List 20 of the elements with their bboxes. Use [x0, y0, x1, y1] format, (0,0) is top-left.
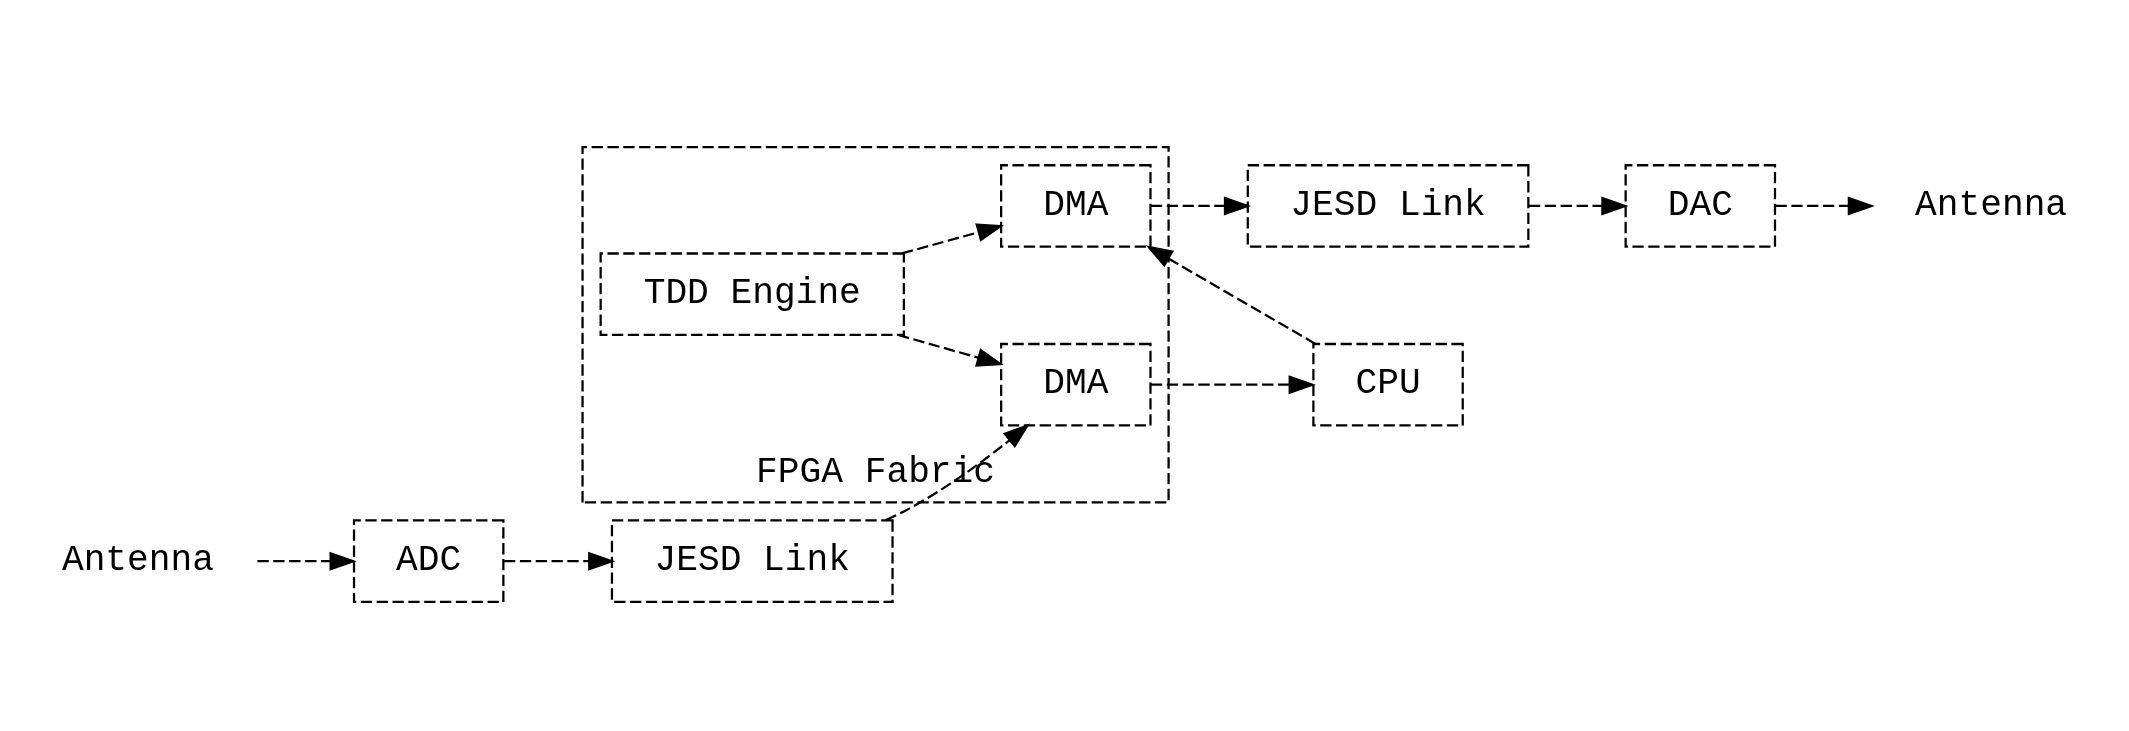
node-box: ADC: [352, 519, 505, 604]
arrow: [897, 333, 1004, 367]
node-box: DMA: [1000, 342, 1152, 427]
arrow: [885, 423, 1030, 522]
arrow: [1151, 196, 1252, 216]
arrow: [1528, 196, 1629, 216]
node-text: Antenna: [1915, 184, 2068, 226]
node-box: JESD Link: [610, 519, 894, 604]
arrow: [1145, 245, 1317, 345]
node-text: Antenna: [61, 539, 214, 581]
node-box: DAC: [1624, 164, 1777, 248]
arrow: [504, 551, 616, 571]
arrow: [901, 223, 1004, 255]
node-box: CPU: [1312, 342, 1464, 427]
arrow: [257, 551, 357, 571]
node-box: TDD Engine: [599, 252, 905, 337]
node-box: DMA: [1000, 164, 1152, 248]
arrow: [1775, 196, 1875, 216]
node-box: JESD Link: [1246, 164, 1530, 248]
arrow: [1151, 375, 1316, 395]
